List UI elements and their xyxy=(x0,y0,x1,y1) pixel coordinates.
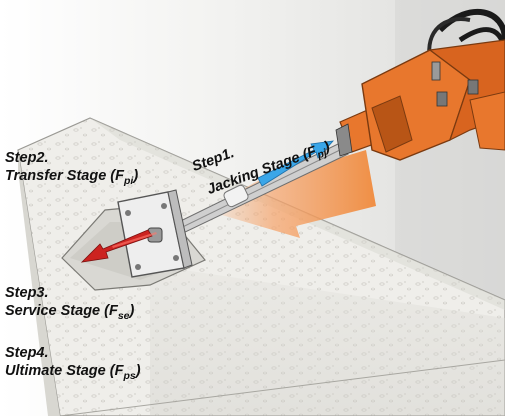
step3-service-stage: Step3. Service Stage (Fse) xyxy=(5,284,134,325)
jacking-force-glow xyxy=(205,150,376,238)
step4-stage: Ultimate Stage (Fps) xyxy=(5,362,141,385)
step4-subscript: ps xyxy=(123,369,136,382)
step3-subscript: se xyxy=(117,309,130,322)
step3-label: Step3. xyxy=(5,285,49,301)
step4-ultimate-stage: Step4. Ultimate Stage (Fps) xyxy=(5,344,141,385)
step4-close: ) xyxy=(135,363,141,379)
step3-close: ) xyxy=(129,303,135,319)
step3-stage: Service Stage (Fse) xyxy=(5,302,134,325)
step4-label: Step4. xyxy=(5,345,49,361)
step2-transfer-stage: Step2. Transfer Stage (Fpi) xyxy=(5,149,138,190)
step2-stage: Transfer Stage (Fpi) xyxy=(5,167,138,190)
step4-stage-text: Ultimate Stage (F xyxy=(5,363,124,379)
step2-subscript: pi xyxy=(124,174,134,187)
hydraulic-jack-icon xyxy=(335,9,505,161)
transfer-force-arrow-icon xyxy=(80,229,157,263)
step3-stage-text: Service Stage (F xyxy=(5,303,118,319)
step2-close: ) xyxy=(133,168,139,184)
step2-label: Step2. xyxy=(5,150,49,166)
jacking-force-arrow-icon xyxy=(257,140,335,187)
step2-stage-text: Transfer Stage (F xyxy=(5,168,124,184)
tendon-icon xyxy=(149,142,349,247)
